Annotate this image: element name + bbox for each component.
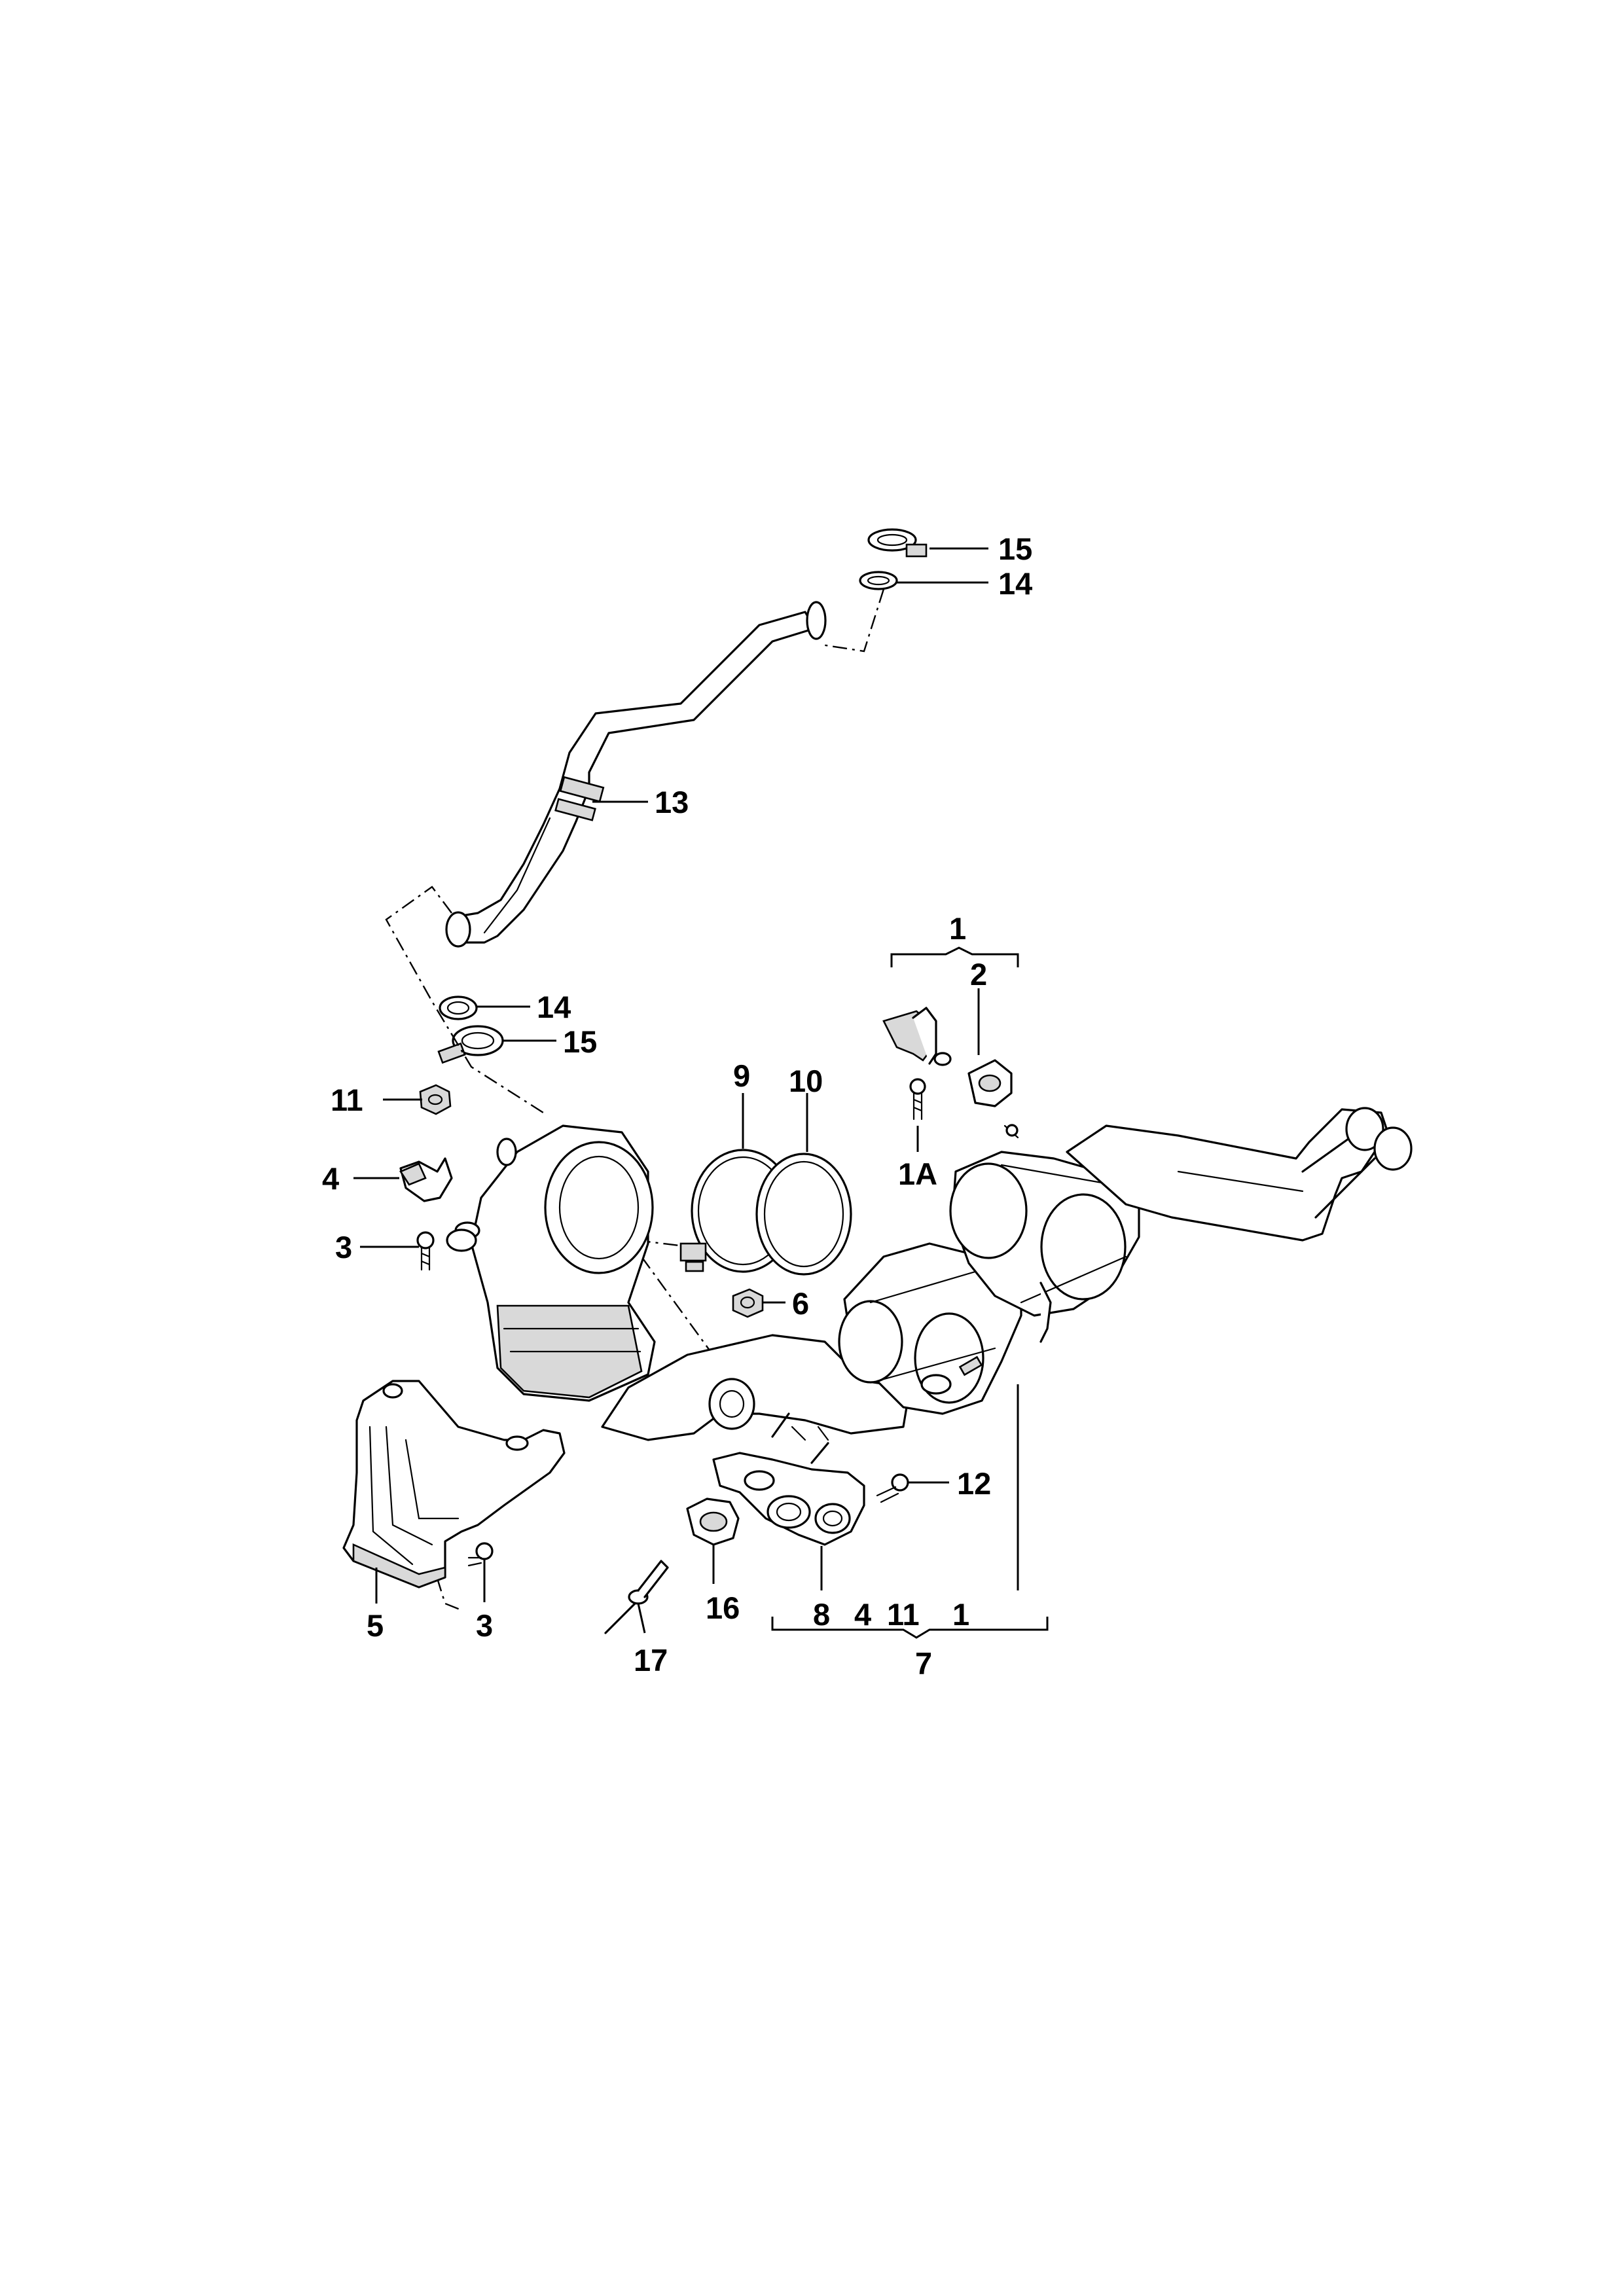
flange-plate	[712, 1412, 865, 1546]
callout-14-mid: 14	[537, 990, 571, 1024]
callout-3-bottom: 3	[476, 1608, 493, 1643]
mid-clamp	[437, 1025, 504, 1064]
callout-1-group: 1	[952, 1597, 969, 1632]
exhaust-gasket	[755, 1153, 852, 1276]
front-exhaust-pipe	[445, 601, 827, 948]
callout-4: 4	[322, 1161, 339, 1196]
callout-15-top: 15	[998, 531, 1032, 566]
rivet	[604, 1560, 669, 1634]
assembly-line-top	[821, 588, 885, 653]
callout-11-group: 11	[887, 1597, 920, 1632]
rear-muffler-pair	[949, 1151, 1140, 1343]
group-bracket-7	[771, 1617, 1049, 1639]
nut-center	[732, 1288, 764, 1318]
mid-gasket	[439, 996, 478, 1020]
callout-13: 13	[655, 785, 689, 819]
top-gasket	[859, 571, 898, 590]
callout-1a: 1A	[898, 1157, 937, 1191]
callouts: 15 14 13 1 2 14 15 9 10 1A 11 4 3 6 12 5…	[322, 531, 1032, 1681]
callout-2: 2	[970, 957, 987, 992]
callout-9: 9	[733, 1058, 750, 1093]
callout-16: 16	[706, 1590, 740, 1625]
callout-17: 17	[634, 1643, 668, 1677]
catalytic-converter	[446, 1124, 656, 1402]
intermediate-pipe	[601, 1334, 911, 1441]
hanger-bolt	[909, 1078, 926, 1121]
tail-pipes	[1066, 1107, 1413, 1242]
bracket-left	[399, 1157, 453, 1202]
front-muffler-pair	[838, 1242, 1022, 1415]
hanger-bracket	[882, 1007, 952, 1066]
callout-5: 5	[367, 1608, 384, 1643]
callout-11: 11	[331, 1083, 363, 1117]
callout-7: 7	[915, 1646, 932, 1681]
grommet	[686, 1498, 740, 1546]
callout-15-mid: 15	[563, 1024, 597, 1059]
callout-14-top: 14	[998, 566, 1032, 601]
callout-12: 12	[957, 1466, 991, 1501]
callout-6: 6	[792, 1286, 809, 1321]
callout-1-top: 1	[949, 911, 966, 946]
callout-8: 8	[813, 1597, 830, 1632]
assembly-line-heatshield	[427, 1551, 462, 1611]
rubber-mount	[967, 1059, 1019, 1139]
callout-10: 10	[789, 1064, 823, 1098]
top-clamp	[867, 528, 928, 558]
heat-shield	[342, 1380, 566, 1588]
callout-3-left: 3	[335, 1230, 352, 1265]
flange-bolt	[876, 1473, 909, 1503]
group-bracket-1	[890, 946, 1019, 967]
leader-lines	[353, 547, 1019, 1634]
bolt-heat-shield	[467, 1542, 494, 1567]
bolt-left	[416, 1231, 435, 1271]
callout-4-group: 4	[854, 1597, 871, 1632]
nut-left	[419, 1084, 452, 1115]
